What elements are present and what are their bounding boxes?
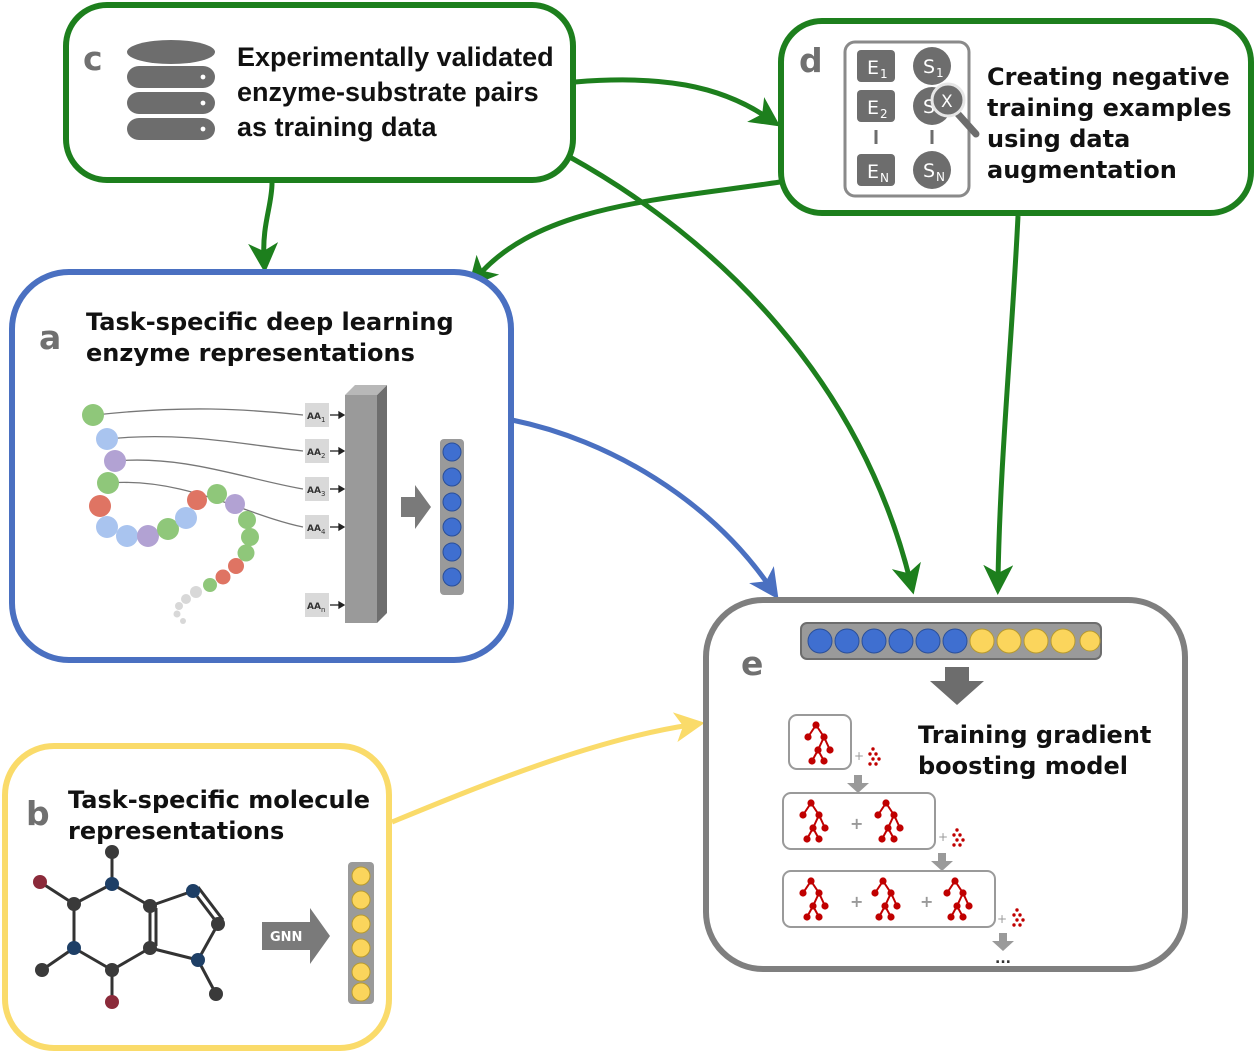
panel-title: Task-specific molecule representations [68, 786, 371, 845]
transformer-block [345, 385, 387, 623]
enzyme-substrate-grid-icon: E 1 E 2 E N S 1 S S N X [843, 40, 980, 198]
svg-text:AA: AA [307, 602, 321, 612]
panel-title: Creating negative training examples usin… [987, 63, 1232, 184]
arrow-c-to-a [248, 182, 279, 273]
aa-box-3 [305, 477, 329, 501]
tree-box-1 [788, 714, 852, 770]
molecule-graph-figure: GNN [33, 845, 374, 1009]
svg-text:AA: AA [307, 412, 321, 422]
enzyme-1-box [857, 50, 895, 82]
arrow-c-to-d [574, 77, 781, 127]
svg-text:N: N [880, 171, 889, 185]
svg-text:AA: AA [307, 486, 321, 496]
svg-text:+: + [854, 749, 864, 763]
svg-text:n: n [321, 606, 325, 614]
aa-box-2 [305, 439, 329, 463]
svg-text:3: 3 [321, 490, 325, 498]
svg-text:E: E [867, 57, 879, 79]
atom-nodes [33, 845, 225, 1009]
magnifier-x-icon: X [930, 82, 980, 138]
arrow-d-to-a [468, 179, 781, 288]
svg-text:+: + [850, 814, 863, 833]
tree-box-2 [782, 792, 936, 850]
panel-title: Task-specific deep learning enzyme repre… [86, 308, 454, 367]
enzyme-n-box [857, 154, 895, 186]
enzyme-2-box [857, 90, 895, 122]
panel-enzyme-representations: a Task-specific deep learning enzyme rep… [9, 269, 514, 663]
panel-negative-examples: d E 1 E 2 E N S 1 S S N X [778, 18, 1254, 216]
concatenated-vector-cells [807, 628, 1101, 654]
arrow-d-to-e [983, 215, 1021, 595]
svg-text:S: S [923, 56, 935, 78]
arrow-c-to-e [566, 153, 921, 595]
panel-title: Experimentally validated enzyme-substrat… [237, 42, 554, 142]
database-icon [127, 40, 215, 140]
panel-gradient-boosting: e Training gradient boosting model [703, 597, 1188, 972]
svg-text:AA: AA [307, 524, 321, 534]
down-arrow [930, 667, 984, 705]
panel-molecule-representations: b Task-specific molecule representations [2, 743, 392, 1051]
panel-training-data: c Experimentally validated enzyme-substr… [63, 2, 576, 183]
panel-letter: d [799, 41, 823, 80]
panel-letter: e [741, 644, 764, 683]
svg-text:S: S [923, 160, 935, 182]
amino-acid-chain [82, 404, 259, 624]
enzyme-vector-cells [442, 442, 462, 587]
panel-letter: b [26, 794, 50, 833]
aa-embedding-boxes: AA 1 AA 2 AA 3 AA 4 AA n [305, 403, 329, 617]
output-arrow [401, 485, 431, 529]
panel-letter: c [83, 39, 103, 78]
aa-box-4 [305, 515, 329, 539]
svg-text:2: 2 [880, 107, 888, 121]
boosting-figure: + + + + + + ... [782, 622, 1102, 963]
ellipsis: ... [995, 951, 1011, 963]
gnn-arrow [262, 908, 330, 964]
svg-text:+: + [938, 830, 948, 844]
svg-text:AA: AA [307, 448, 321, 458]
svg-text:+: + [997, 912, 1007, 926]
svg-text:N: N [936, 170, 945, 184]
svg-text:1: 1 [880, 67, 888, 81]
substrate-n-circle [913, 151, 951, 189]
gnn-label: GNN [270, 930, 302, 945]
svg-text:X: X [941, 92, 953, 112]
substrate-1-circle [913, 47, 951, 85]
svg-text:2: 2 [321, 452, 325, 460]
svg-text:+: + [850, 892, 863, 911]
protein-sequence-figure: AA 1 AA 2 AA 3 AA 4 AA n [82, 385, 464, 624]
svg-text:E: E [867, 161, 879, 183]
svg-text:4: 4 [321, 528, 326, 536]
panel-title: Training gradient boosting model [918, 721, 1152, 780]
aa-box-1 [305, 403, 329, 427]
aa-box-n [305, 593, 329, 617]
svg-text:+: + [920, 892, 933, 911]
panel-letter: a [39, 318, 62, 357]
svg-text:1: 1 [936, 66, 944, 80]
svg-text:E: E [867, 97, 879, 119]
svg-text:1: 1 [321, 416, 325, 424]
arrow-a-to-e [511, 417, 779, 600]
molecule-vector-cells [351, 866, 371, 1002]
arrow-b-to-e [391, 712, 705, 825]
